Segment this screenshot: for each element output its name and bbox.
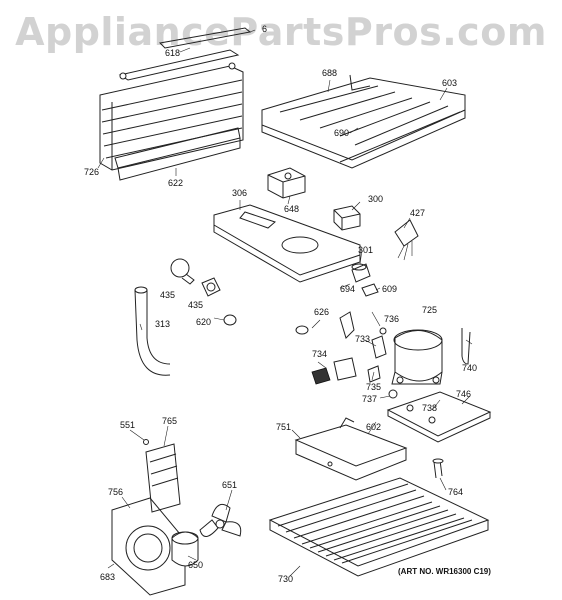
light-bulb[interactable] bbox=[170, 258, 195, 285]
label-part-735: 735 bbox=[366, 382, 381, 392]
label-part-733: 733 bbox=[355, 334, 370, 344]
mounting-bracket[interactable] bbox=[213, 204, 361, 283]
label-part-651: 651 bbox=[222, 480, 237, 490]
label-part-313: 313 bbox=[155, 319, 170, 329]
label-part-622: 622 bbox=[168, 178, 183, 188]
filter-drier[interactable] bbox=[371, 327, 387, 359]
watermark-text: AppliancePartsPros.com bbox=[15, 10, 547, 54]
evaporator-cover[interactable] bbox=[114, 127, 241, 181]
label-part-6: 6 bbox=[262, 24, 267, 34]
leader-lines bbox=[97, 29, 473, 577]
label-part-764: 764 bbox=[448, 487, 463, 497]
label-part-751: 751 bbox=[276, 422, 291, 432]
label-part-427: 427 bbox=[410, 208, 425, 218]
label-part-746: 746 bbox=[456, 389, 471, 399]
label-part-694: 694 bbox=[340, 284, 355, 294]
tube-clamp[interactable] bbox=[432, 458, 444, 479]
start-relay[interactable] bbox=[267, 167, 306, 199]
label-part-737: 737 bbox=[362, 394, 377, 404]
label-part-435-bulb: 435 bbox=[160, 290, 175, 300]
drain-tube[interactable] bbox=[134, 286, 171, 376]
terminal-clip[interactable] bbox=[361, 283, 379, 297]
compressor[interactable] bbox=[391, 329, 443, 385]
overload-protector[interactable] bbox=[333, 205, 361, 231]
run-capacitor[interactable] bbox=[351, 263, 371, 283]
label-part-435-socket: 435 bbox=[188, 300, 203, 310]
suction-tube[interactable] bbox=[461, 328, 471, 365]
label-part-609: 609 bbox=[382, 284, 397, 294]
fan-blade[interactable] bbox=[199, 503, 242, 537]
fan-guard[interactable] bbox=[145, 443, 181, 513]
wire-harness[interactable] bbox=[394, 219, 419, 261]
grommet[interactable] bbox=[295, 311, 355, 339]
label-part-738: 738 bbox=[422, 403, 437, 413]
label-part-740: 740 bbox=[462, 363, 477, 373]
drain-pan[interactable] bbox=[294, 417, 408, 481]
label-part-648: 648 bbox=[284, 204, 299, 214]
label-part-618: 618 bbox=[165, 48, 180, 58]
label-part-300: 300 bbox=[368, 194, 383, 204]
label-part-551: 551 bbox=[120, 420, 135, 430]
label-part-603: 603 bbox=[442, 78, 457, 88]
label-part-620: 620 bbox=[196, 317, 211, 327]
label-part-683: 683 bbox=[100, 572, 115, 582]
relay-cover[interactable] bbox=[311, 357, 357, 385]
label-part-626: 626 bbox=[314, 307, 329, 317]
label-part-736: 736 bbox=[384, 314, 399, 324]
label-part-725: 725 bbox=[422, 305, 437, 315]
label-part-765: 765 bbox=[162, 416, 177, 426]
label-part-756: 756 bbox=[108, 487, 123, 497]
part-labels: 6 618 688 603 690 726 622 306 648 300 42… bbox=[84, 24, 491, 584]
condenser-shelf[interactable] bbox=[261, 74, 466, 169]
drain-clip[interactable] bbox=[213, 314, 237, 326]
label-part-306: 306 bbox=[232, 188, 247, 198]
compressor-foot[interactable] bbox=[367, 365, 398, 399]
label-part-726: 726 bbox=[84, 167, 99, 177]
label-part-688: 688 bbox=[322, 68, 337, 78]
fan-shroud[interactable] bbox=[111, 497, 186, 596]
label-part-301: 301 bbox=[358, 245, 373, 255]
art-number: (ART NO. WR16300 C19) bbox=[398, 567, 491, 576]
light-socket[interactable] bbox=[201, 277, 221, 297]
condenser-coil[interactable] bbox=[268, 477, 490, 577]
label-part-650: 650 bbox=[188, 560, 203, 570]
compressor-base-plate[interactable] bbox=[386, 391, 492, 443]
screw[interactable] bbox=[143, 439, 149, 445]
label-part-730: 730 bbox=[278, 574, 293, 584]
label-part-690: 690 bbox=[334, 128, 349, 138]
label-part-602: 602 bbox=[366, 422, 381, 432]
label-part-734: 734 bbox=[312, 349, 327, 359]
evaporator-coil[interactable] bbox=[99, 27, 252, 171]
